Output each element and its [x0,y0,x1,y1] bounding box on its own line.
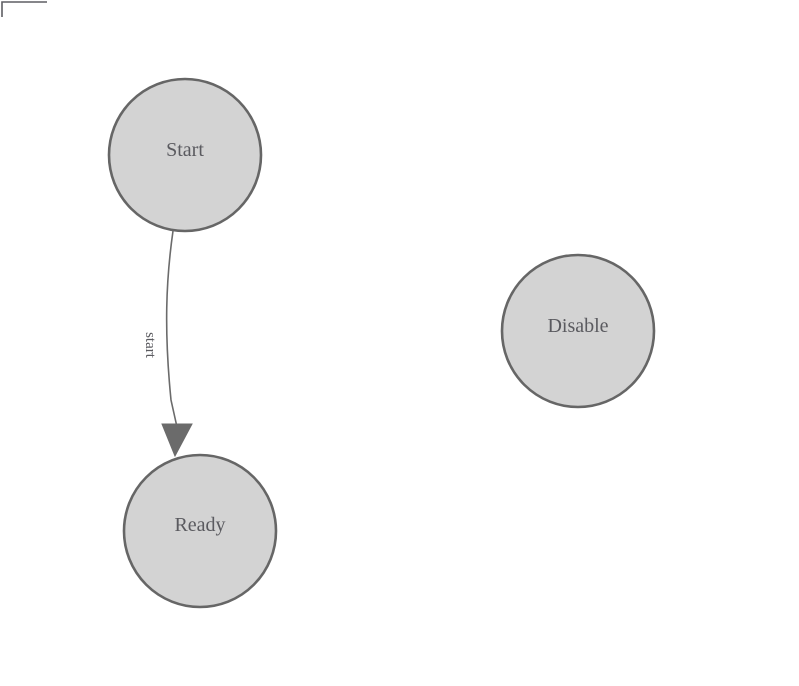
node-ready-label: Ready [174,514,225,536]
edge-start-to-ready[interactable]: start [142,230,193,458]
node-disable-circle[interactable] [500,253,656,409]
edge-line [165,230,178,428]
node-start-label: Start [166,139,204,161]
node-start[interactable]: Start [107,77,263,233]
node-start-circle[interactable] [107,77,263,233]
node-ready-circle[interactable] [122,453,278,609]
node-disable[interactable]: Disable [500,253,656,409]
crop-corner-mark-icon [1,1,47,17]
node-disable-label: Disable [547,315,608,337]
node-ready[interactable]: Ready [122,453,278,609]
arrowhead-icon [161,423,193,458]
edge-label-start: start [142,332,158,359]
